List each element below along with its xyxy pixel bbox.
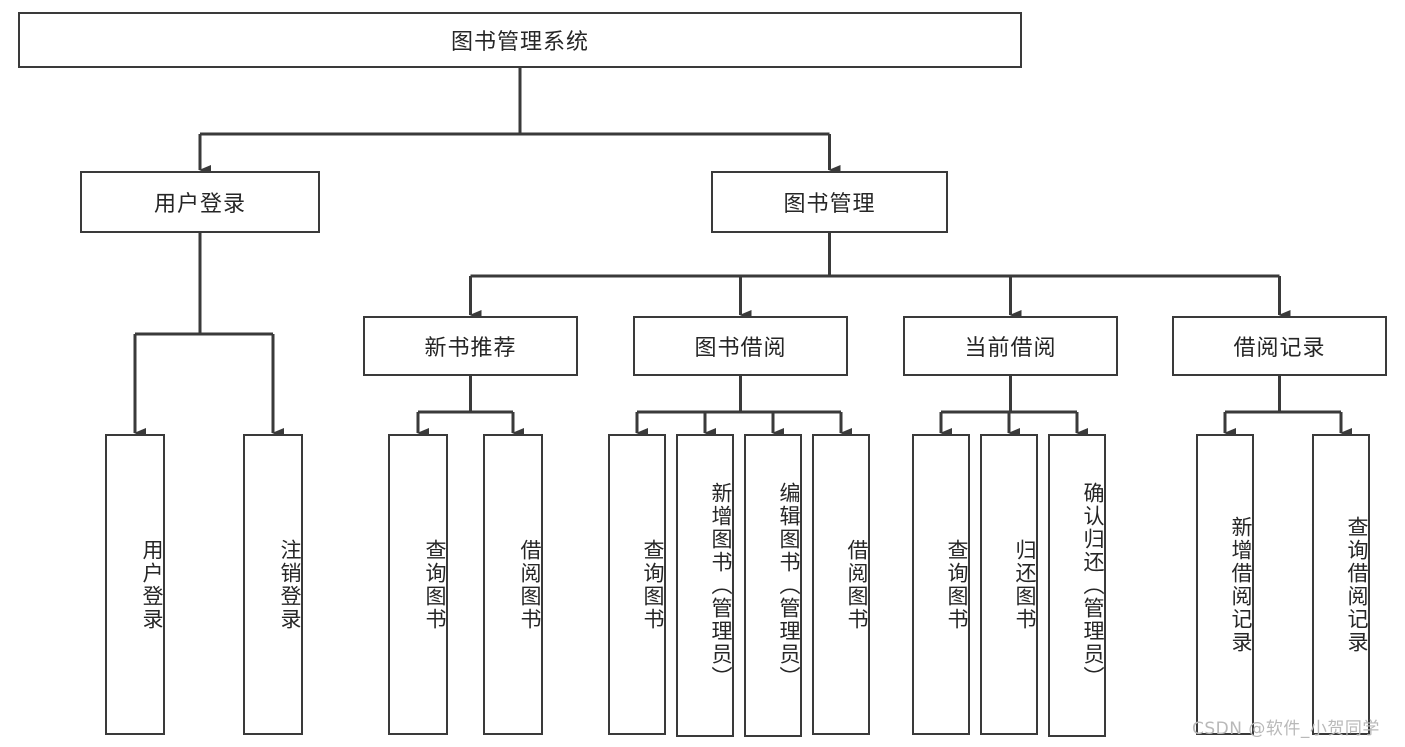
leaf-node-查询图书: 查询图书	[912, 434, 970, 735]
leaf-node-用户登录: 用户登录	[105, 434, 165, 735]
node-label: 注销登录	[278, 538, 302, 631]
node-label: 归还图书	[1013, 538, 1037, 631]
node-label: 借阅图书	[518, 538, 542, 631]
leaf-node-新增借阅记录: 新增借阅记录	[1196, 434, 1254, 735]
node-label: 用户登录	[153, 192, 246, 217]
level3-node-新书推荐: 新书推荐	[363, 316, 578, 376]
node-label: 图书借阅	[694, 336, 787, 361]
level3-node-当前借阅: 当前借阅	[903, 316, 1118, 376]
node-label: 确认归还（管理员）	[1081, 482, 1105, 689]
leaf-node-新增图书管理员: 新增图书（管理员）	[676, 434, 734, 737]
node-label: 当前借阅	[964, 336, 1057, 361]
level2-node-图书管理: 图书管理	[711, 171, 948, 233]
level2-node-用户登录: 用户登录	[80, 171, 320, 233]
node-label: 借阅图书	[845, 538, 869, 631]
node-label: 查询图书	[423, 538, 447, 631]
leaf-node-查询图书: 查询图书	[608, 434, 666, 735]
node-label: 图书管理	[783, 192, 876, 217]
node-label: 查询图书	[641, 538, 665, 631]
node-label: 查询图书	[945, 538, 969, 631]
leaf-node-查询借阅记录: 查询借阅记录	[1312, 434, 1370, 735]
leaf-node-编辑图书管理员: 编辑图书（管理员）	[744, 434, 802, 737]
leaf-node-借阅图书: 借阅图书	[483, 434, 543, 735]
leaf-node-借阅图书: 借阅图书	[812, 434, 870, 735]
node-label: 借阅记录	[1233, 336, 1326, 361]
node-label: 用户登录	[140, 538, 164, 631]
csdn-watermark: CSDN @软件_小贺同学	[1192, 719, 1380, 739]
leaf-node-查询图书: 查询图书	[388, 434, 448, 735]
level3-node-图书借阅: 图书借阅	[633, 316, 848, 376]
node-label: 新增图书（管理员）	[709, 482, 733, 689]
node-label: 查询借阅记录	[1345, 515, 1369, 654]
root-node-图书管理系统: 图书管理系统	[18, 12, 1022, 68]
node-label: 图书管理系统	[450, 30, 589, 55]
node-label: 新书推荐	[424, 336, 517, 361]
node-label: 新增借阅记录	[1229, 515, 1253, 654]
node-label: 编辑图书（管理员）	[777, 482, 801, 689]
leaf-node-归还图书: 归还图书	[980, 434, 1038, 735]
leaf-node-注销登录: 注销登录	[243, 434, 303, 735]
level3-node-借阅记录: 借阅记录	[1172, 316, 1387, 376]
leaf-node-确认归还管理员: 确认归还（管理员）	[1048, 434, 1106, 737]
